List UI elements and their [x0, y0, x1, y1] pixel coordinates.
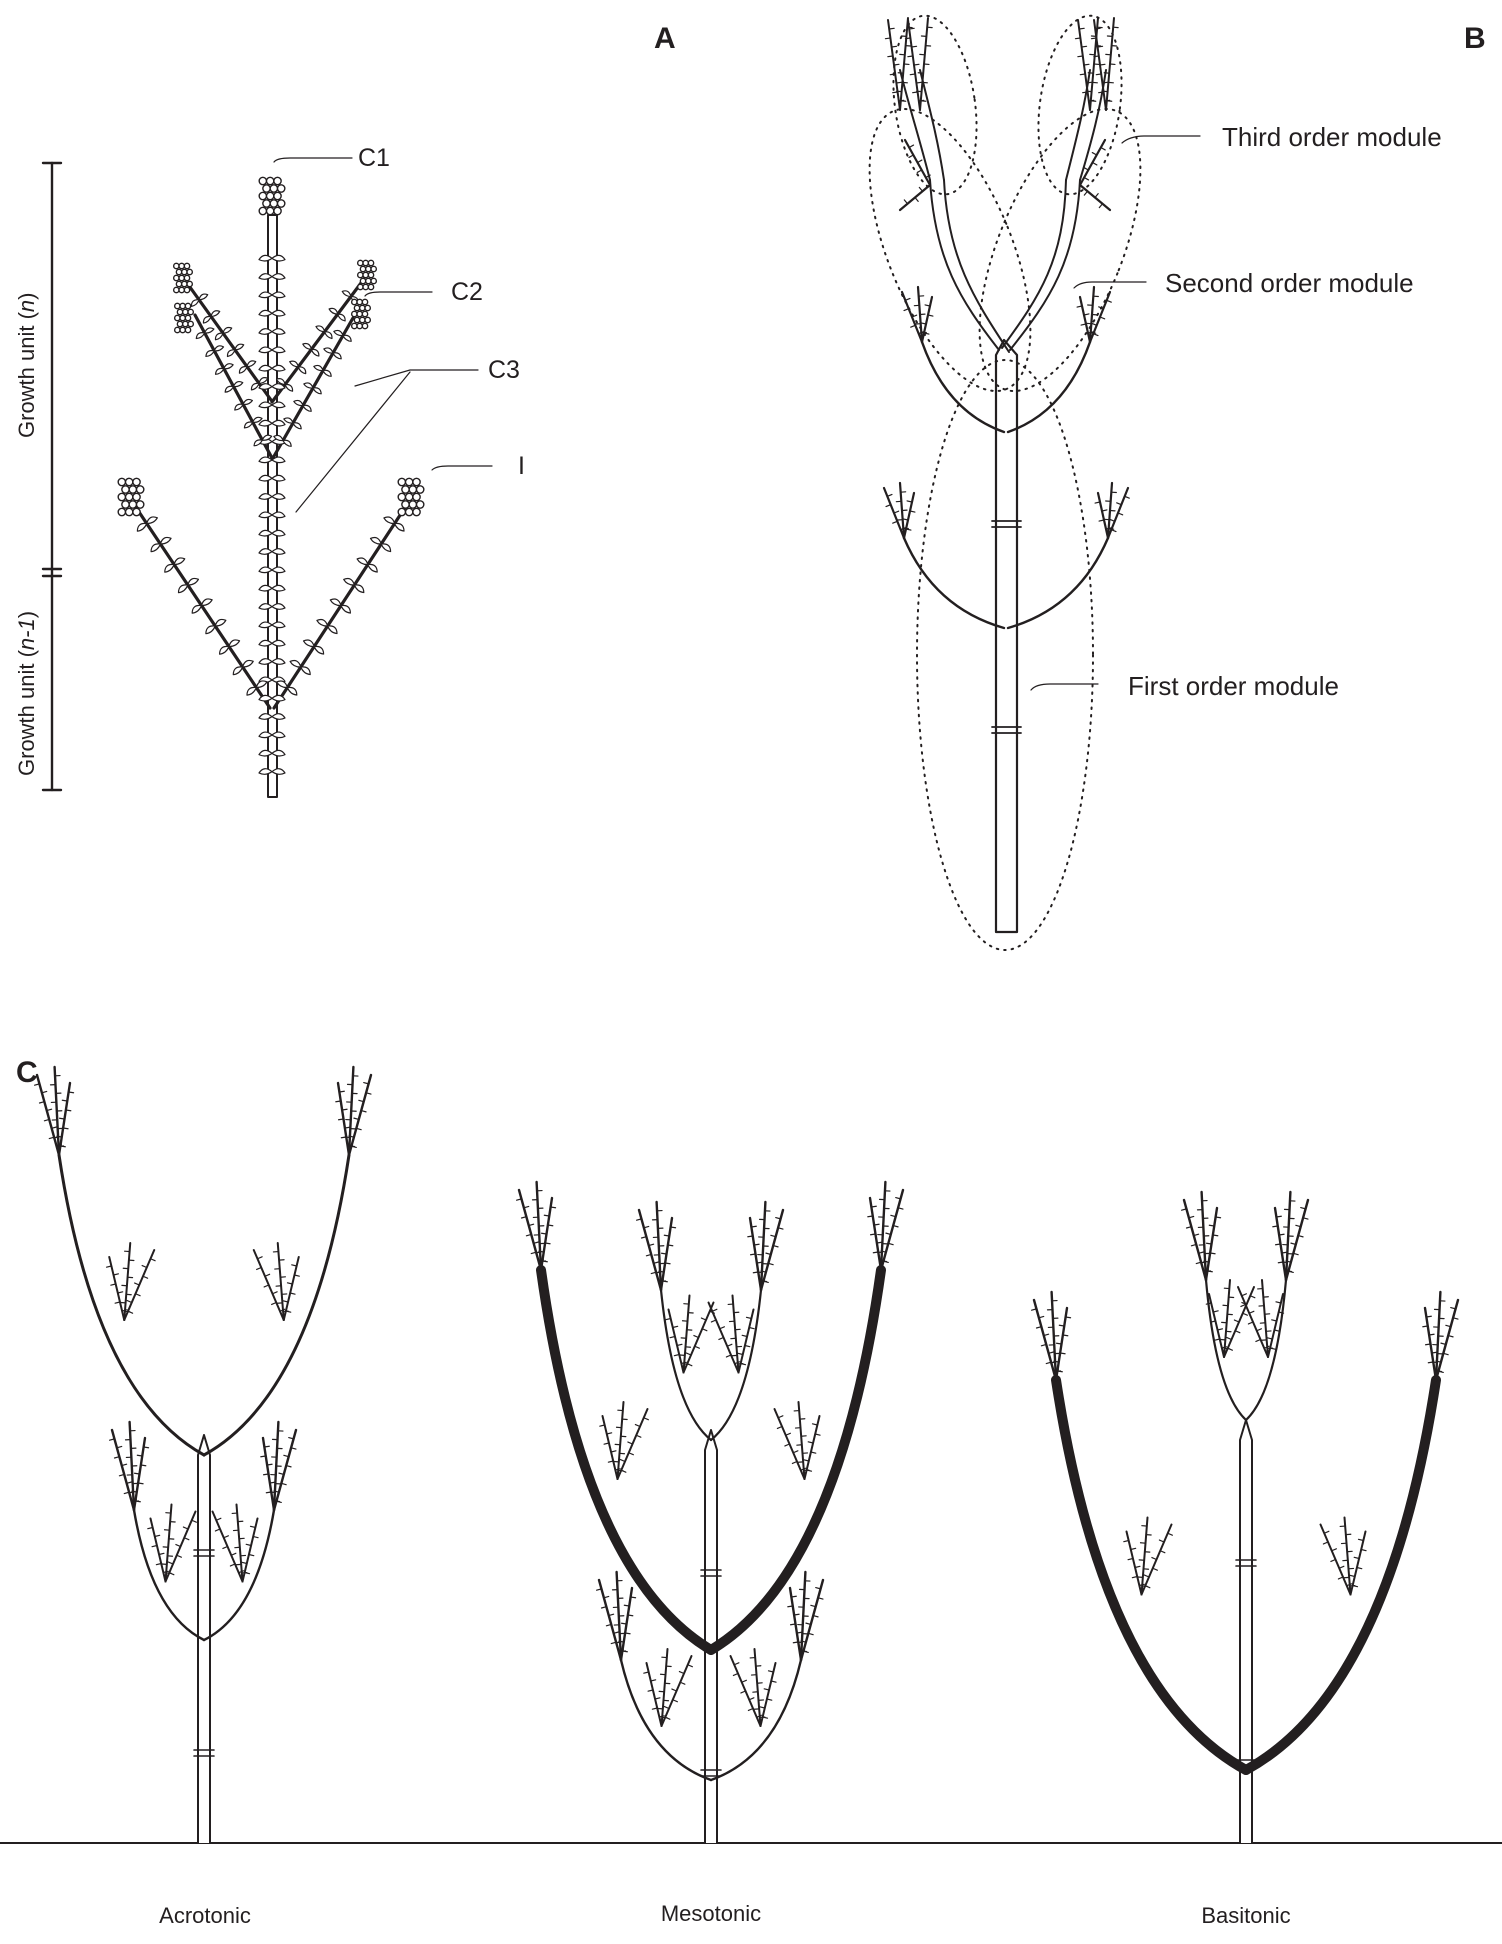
panel-b-tree [836, 10, 1200, 950]
growth-unit-n-1-label: Growth unit (n-1) [14, 611, 40, 776]
growth-unit-n-label: Growth unit (n) [14, 292, 40, 438]
label-c1: C1 [358, 146, 390, 171]
label-third-order-module: Third order module [1222, 124, 1442, 150]
panel-c-trees [0, 1067, 1502, 1843]
caption-acrotonic: Acrotonic [159, 1905, 251, 1927]
label-first-order-module: First order module [1128, 673, 1339, 699]
label-i: I [518, 454, 525, 479]
panel-b-leaders [1031, 136, 1200, 690]
panel-a-plant [43, 158, 492, 797]
label-leaders [274, 158, 492, 512]
label-second-order-module: Second order module [1165, 270, 1414, 296]
caption-basitonic: Basitonic [1201, 1905, 1290, 1927]
panel-letter-a: A [654, 24, 676, 54]
caption-mesotonic: Mesotonic [661, 1903, 761, 1925]
main-stem [268, 215, 277, 797]
label-c3: C3 [488, 358, 520, 383]
growth-unit-bracket [43, 163, 61, 790]
label-c2: C2 [451, 280, 483, 305]
panel-letter-b: B [1464, 24, 1486, 54]
panel-letter-c: C [16, 1058, 38, 1088]
